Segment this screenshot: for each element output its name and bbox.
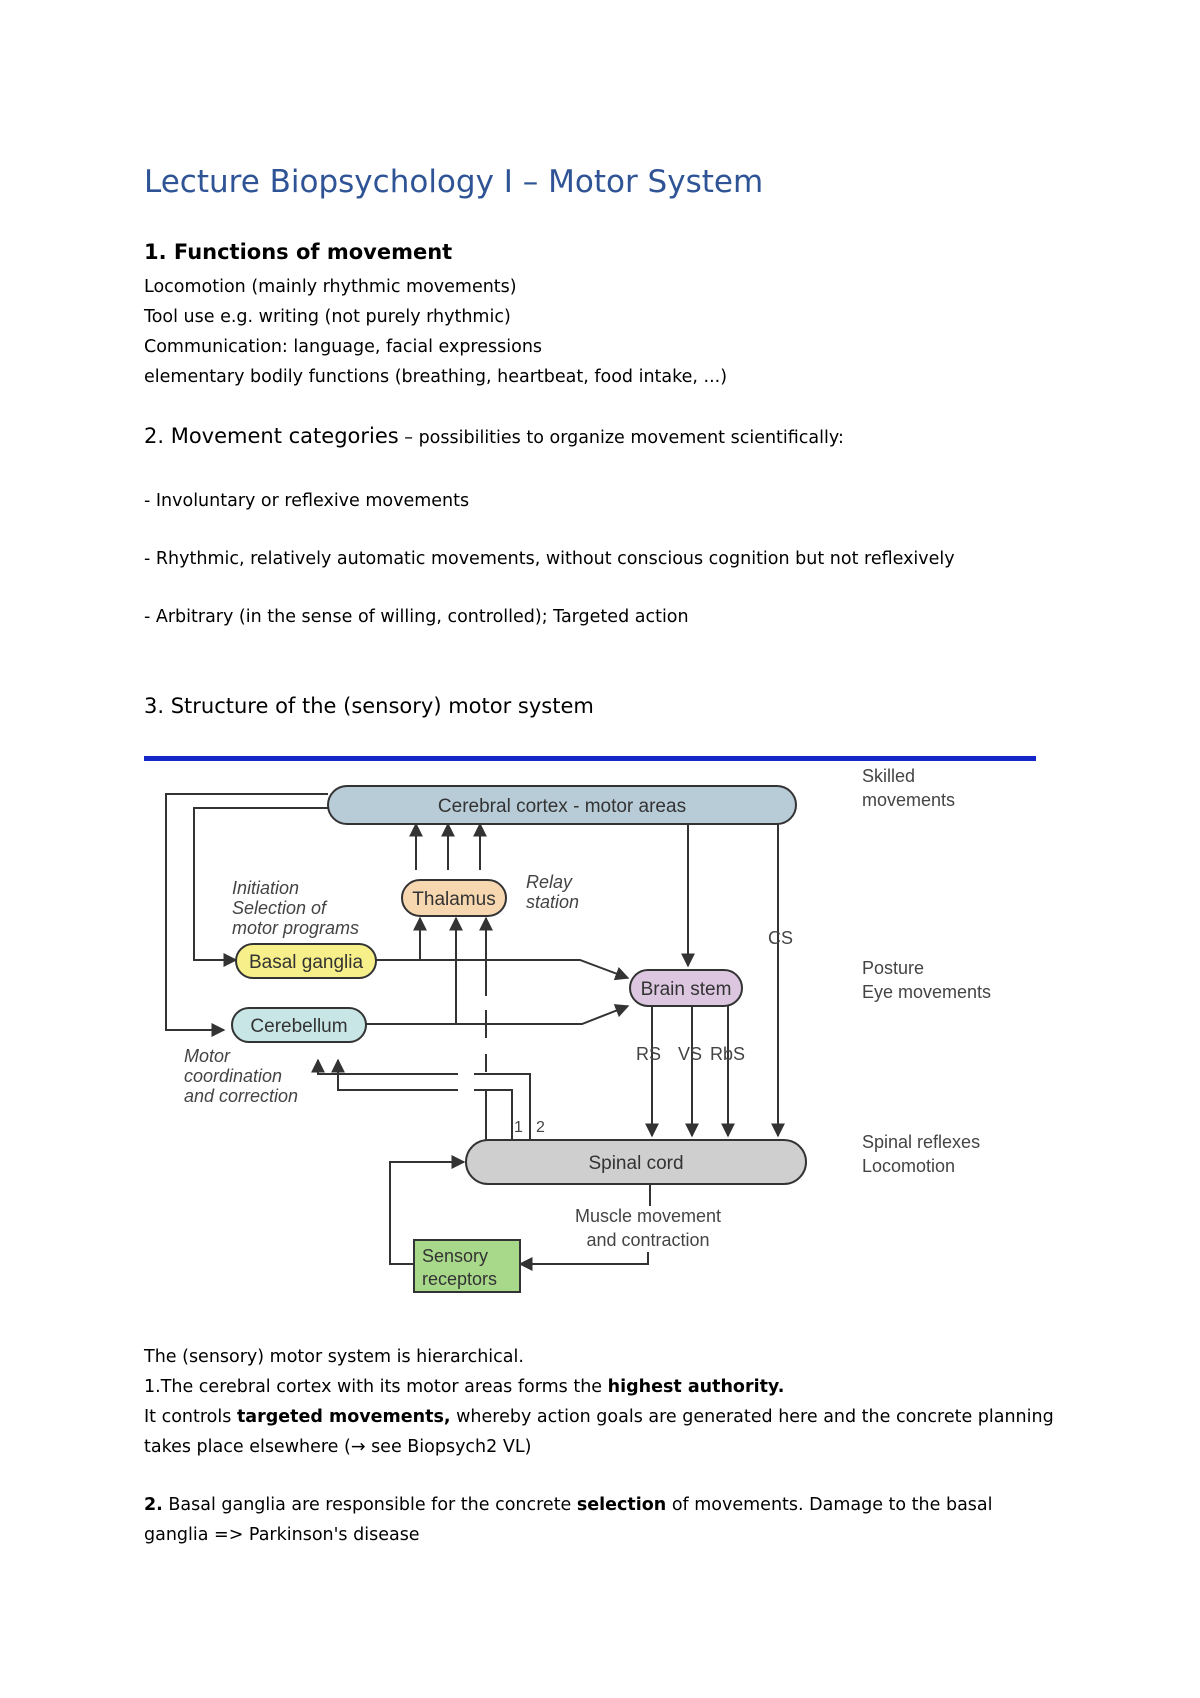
initiation-label-2: Selection of [232, 898, 328, 918]
relay-label-2: station [526, 892, 579, 912]
section1-heading-text: 1. Functions of movement [144, 240, 453, 264]
vs-label: VS [678, 1044, 702, 1064]
spinal-cord-label: Spinal cord [588, 1153, 683, 1174]
section2-item-2: - Rhythmic, relatively automatic movemen… [144, 549, 955, 569]
body-line-2-text: 1.The cerebral cortex with its motor are… [144, 1377, 608, 1397]
body-line-3-post: whereby action goals are generated here … [450, 1407, 1054, 1427]
pathway-1-label: 1 [514, 1119, 523, 1136]
skilled-label-2: movements [862, 790, 955, 810]
cortex-box [327, 785, 797, 825]
body-line-3-bold: targeted movements, [236, 1407, 451, 1427]
body-line-2-bold: highest authority. [607, 1377, 785, 1397]
motor-system-diagram: Cerebral cortex - motor areas Thalamus B… [144, 756, 1036, 1293]
muscle-label-2: and contraction [586, 1230, 709, 1250]
spinal-reflex-label-1: Spinal reflexes [862, 1132, 980, 1152]
posture-label-2: Eye movements [862, 982, 991, 1002]
body-line-5-a: Basal ganglia are responsible for the co… [162, 1495, 577, 1515]
section1-heading: 1. Functions of movement [144, 240, 452, 264]
posture-label-1: Posture [862, 958, 924, 978]
body-line-2: 1.The cerebral cortex with its motor are… [144, 1372, 784, 1402]
sensory-receptors-box [413, 1239, 521, 1293]
thalamus-label: Thalamus [412, 889, 495, 910]
relay-label-1: Relay [526, 872, 573, 892]
section1-line-1: Locomotion (mainly rhythmic movements) [144, 277, 517, 297]
section1-line-2: Tool use e.g. writing (not purely rhythm… [144, 307, 511, 327]
motor-coord-label-1: Motor [184, 1046, 231, 1066]
body-line-5-b: of movements. Damage to the basal [666, 1495, 993, 1515]
sensory-label-1: Sensory [422, 1246, 488, 1266]
rs-label: RS [636, 1044, 661, 1064]
section3-heading: 3. Structure of the (sensory) motor syst… [144, 694, 594, 718]
basal-ganglia-label: Basal ganglia [249, 952, 364, 973]
basal-ganglia-box [235, 943, 377, 979]
cerebellum-label: Cerebellum [250, 1016, 347, 1037]
section2-heading-text: 2. Movement categories [144, 424, 399, 448]
body-line-4: takes place elsewhere (→ see Biopsych2 V… [144, 1437, 532, 1457]
motor-coord-label-3: and correction [184, 1086, 298, 1106]
brain-stem-label: Brain stem [641, 979, 732, 1000]
cerebellum-box [231, 1007, 367, 1043]
initiation-label-3: motor programs [232, 918, 359, 938]
muscle-label-1: Muscle movement [575, 1206, 721, 1226]
section2-item-3: - Arbitrary (in the sense of willing, co… [144, 607, 689, 627]
motor-coord-label-2: coordination [184, 1066, 282, 1086]
spinal-reflex-label-2: Locomotion [862, 1156, 955, 1176]
skilled-label-1: Skilled [862, 766, 915, 786]
initiation-label-1: Initiation [232, 878, 299, 898]
thalamus-box [401, 879, 507, 917]
section2-item-1: - Involuntary or reflexive movements [144, 491, 470, 511]
body-line-5-bold-2: selection [576, 1495, 667, 1515]
body-line-3: It controls targeted movements, whereby … [144, 1402, 1054, 1432]
pathway-2-label: 2 [536, 1119, 545, 1136]
section2-heading-suffix: – possibilities to organize movement sci… [398, 428, 844, 448]
page-title: Lecture Biopsychology I – Motor System [144, 164, 764, 200]
section2-heading: 2. Movement categories – possibilities t… [144, 424, 844, 448]
section1-line-4: elementary bodily functions (breathing, … [144, 367, 728, 387]
diagram-top-rule [144, 756, 1036, 761]
cs-label: CS [768, 928, 793, 948]
sensory-label-2: receptors [422, 1269, 497, 1289]
brain-stem-box [629, 969, 743, 1007]
body-line-3-pre: It controls [144, 1407, 237, 1427]
body-line-5: 2. Basal ganglia are responsible for the… [144, 1490, 993, 1520]
body-line-5-bold-1: 2. [144, 1495, 163, 1515]
cortex-label: Cerebral cortex - motor areas [438, 796, 686, 817]
section1-line-3: Communication: language, facial expressi… [144, 337, 543, 357]
spinal-cord-box [465, 1139, 807, 1185]
rbs-label: RbS [710, 1044, 745, 1064]
body-line-1: The (sensory) motor system is hierarchic… [144, 1347, 524, 1367]
body-line-6: ganglia => Parkinson's disease [144, 1525, 420, 1545]
